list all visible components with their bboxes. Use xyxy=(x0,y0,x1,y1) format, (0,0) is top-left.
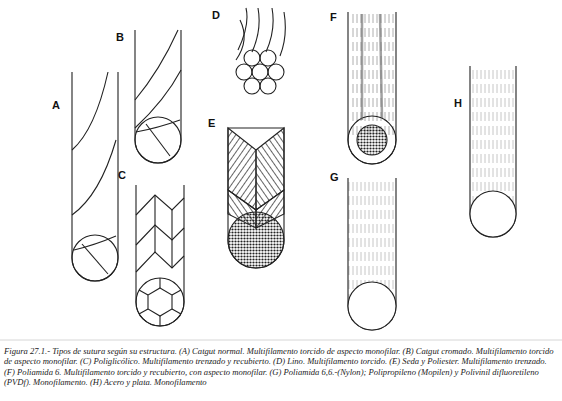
drawing-stroke xyxy=(260,78,276,94)
drawing-stroke xyxy=(135,30,178,100)
drawing-stroke xyxy=(244,78,260,94)
drawing-stroke xyxy=(0,340,562,341)
drawing-stroke xyxy=(72,72,118,281)
drawing-stroke xyxy=(72,235,118,281)
suture-d xyxy=(236,8,285,94)
drawing-stroke xyxy=(74,236,116,250)
figure-letter: F xyxy=(330,12,337,23)
suture-e xyxy=(228,128,284,268)
drawing-stroke xyxy=(268,64,284,80)
drawing-stroke xyxy=(362,14,382,120)
drawing-stroke xyxy=(470,191,516,237)
suture-h xyxy=(470,66,516,237)
suture-c xyxy=(136,185,184,326)
drawing-stroke xyxy=(72,72,108,150)
suture-g xyxy=(348,178,396,330)
drawing-stroke xyxy=(348,12,396,164)
drawing-stroke xyxy=(236,20,244,60)
figure-letter: A xyxy=(52,100,60,111)
suture-f xyxy=(348,12,396,164)
drawing-stroke xyxy=(244,50,260,66)
drawing-stroke xyxy=(228,212,284,268)
drawing-stroke xyxy=(236,64,252,80)
drawing-stroke xyxy=(260,50,276,66)
drawing-stroke xyxy=(136,252,184,272)
figure-letter: H xyxy=(454,98,462,109)
suture-b xyxy=(135,30,181,163)
figure-letter: G xyxy=(330,172,339,183)
drawing-stroke xyxy=(470,66,516,237)
drawing-stroke xyxy=(148,288,172,316)
figure-letter: D xyxy=(212,10,220,21)
drawing-stroke xyxy=(139,278,181,326)
drawing-stroke xyxy=(135,70,181,128)
drawing-stroke xyxy=(136,225,184,245)
figure-caption: Figura 27.1.- Tipos de sutura según su e… xyxy=(4,346,556,388)
drawing-stroke xyxy=(348,116,396,164)
drawing-stroke xyxy=(136,185,184,326)
drawing-stroke xyxy=(136,195,184,215)
drawing-stroke xyxy=(238,8,285,56)
figure-letter: E xyxy=(208,118,215,129)
figure-letter: C xyxy=(118,170,126,181)
drawing-stroke xyxy=(82,244,108,274)
drawing-stroke xyxy=(135,30,181,163)
drawing-stroke xyxy=(136,120,180,132)
drawing-stroke xyxy=(146,124,170,156)
figure-letter: B xyxy=(116,32,124,43)
drawing-stroke xyxy=(228,128,284,268)
drawing-stroke xyxy=(348,178,396,330)
drawing-stroke xyxy=(135,117,181,163)
drawing-stroke xyxy=(252,64,268,80)
drawing-stroke xyxy=(136,278,184,326)
drawing-stroke xyxy=(155,195,172,268)
suture-a xyxy=(72,72,118,281)
drawing-stroke xyxy=(348,282,396,330)
drawing-stroke xyxy=(357,125,387,155)
drawing-stroke xyxy=(72,140,116,215)
